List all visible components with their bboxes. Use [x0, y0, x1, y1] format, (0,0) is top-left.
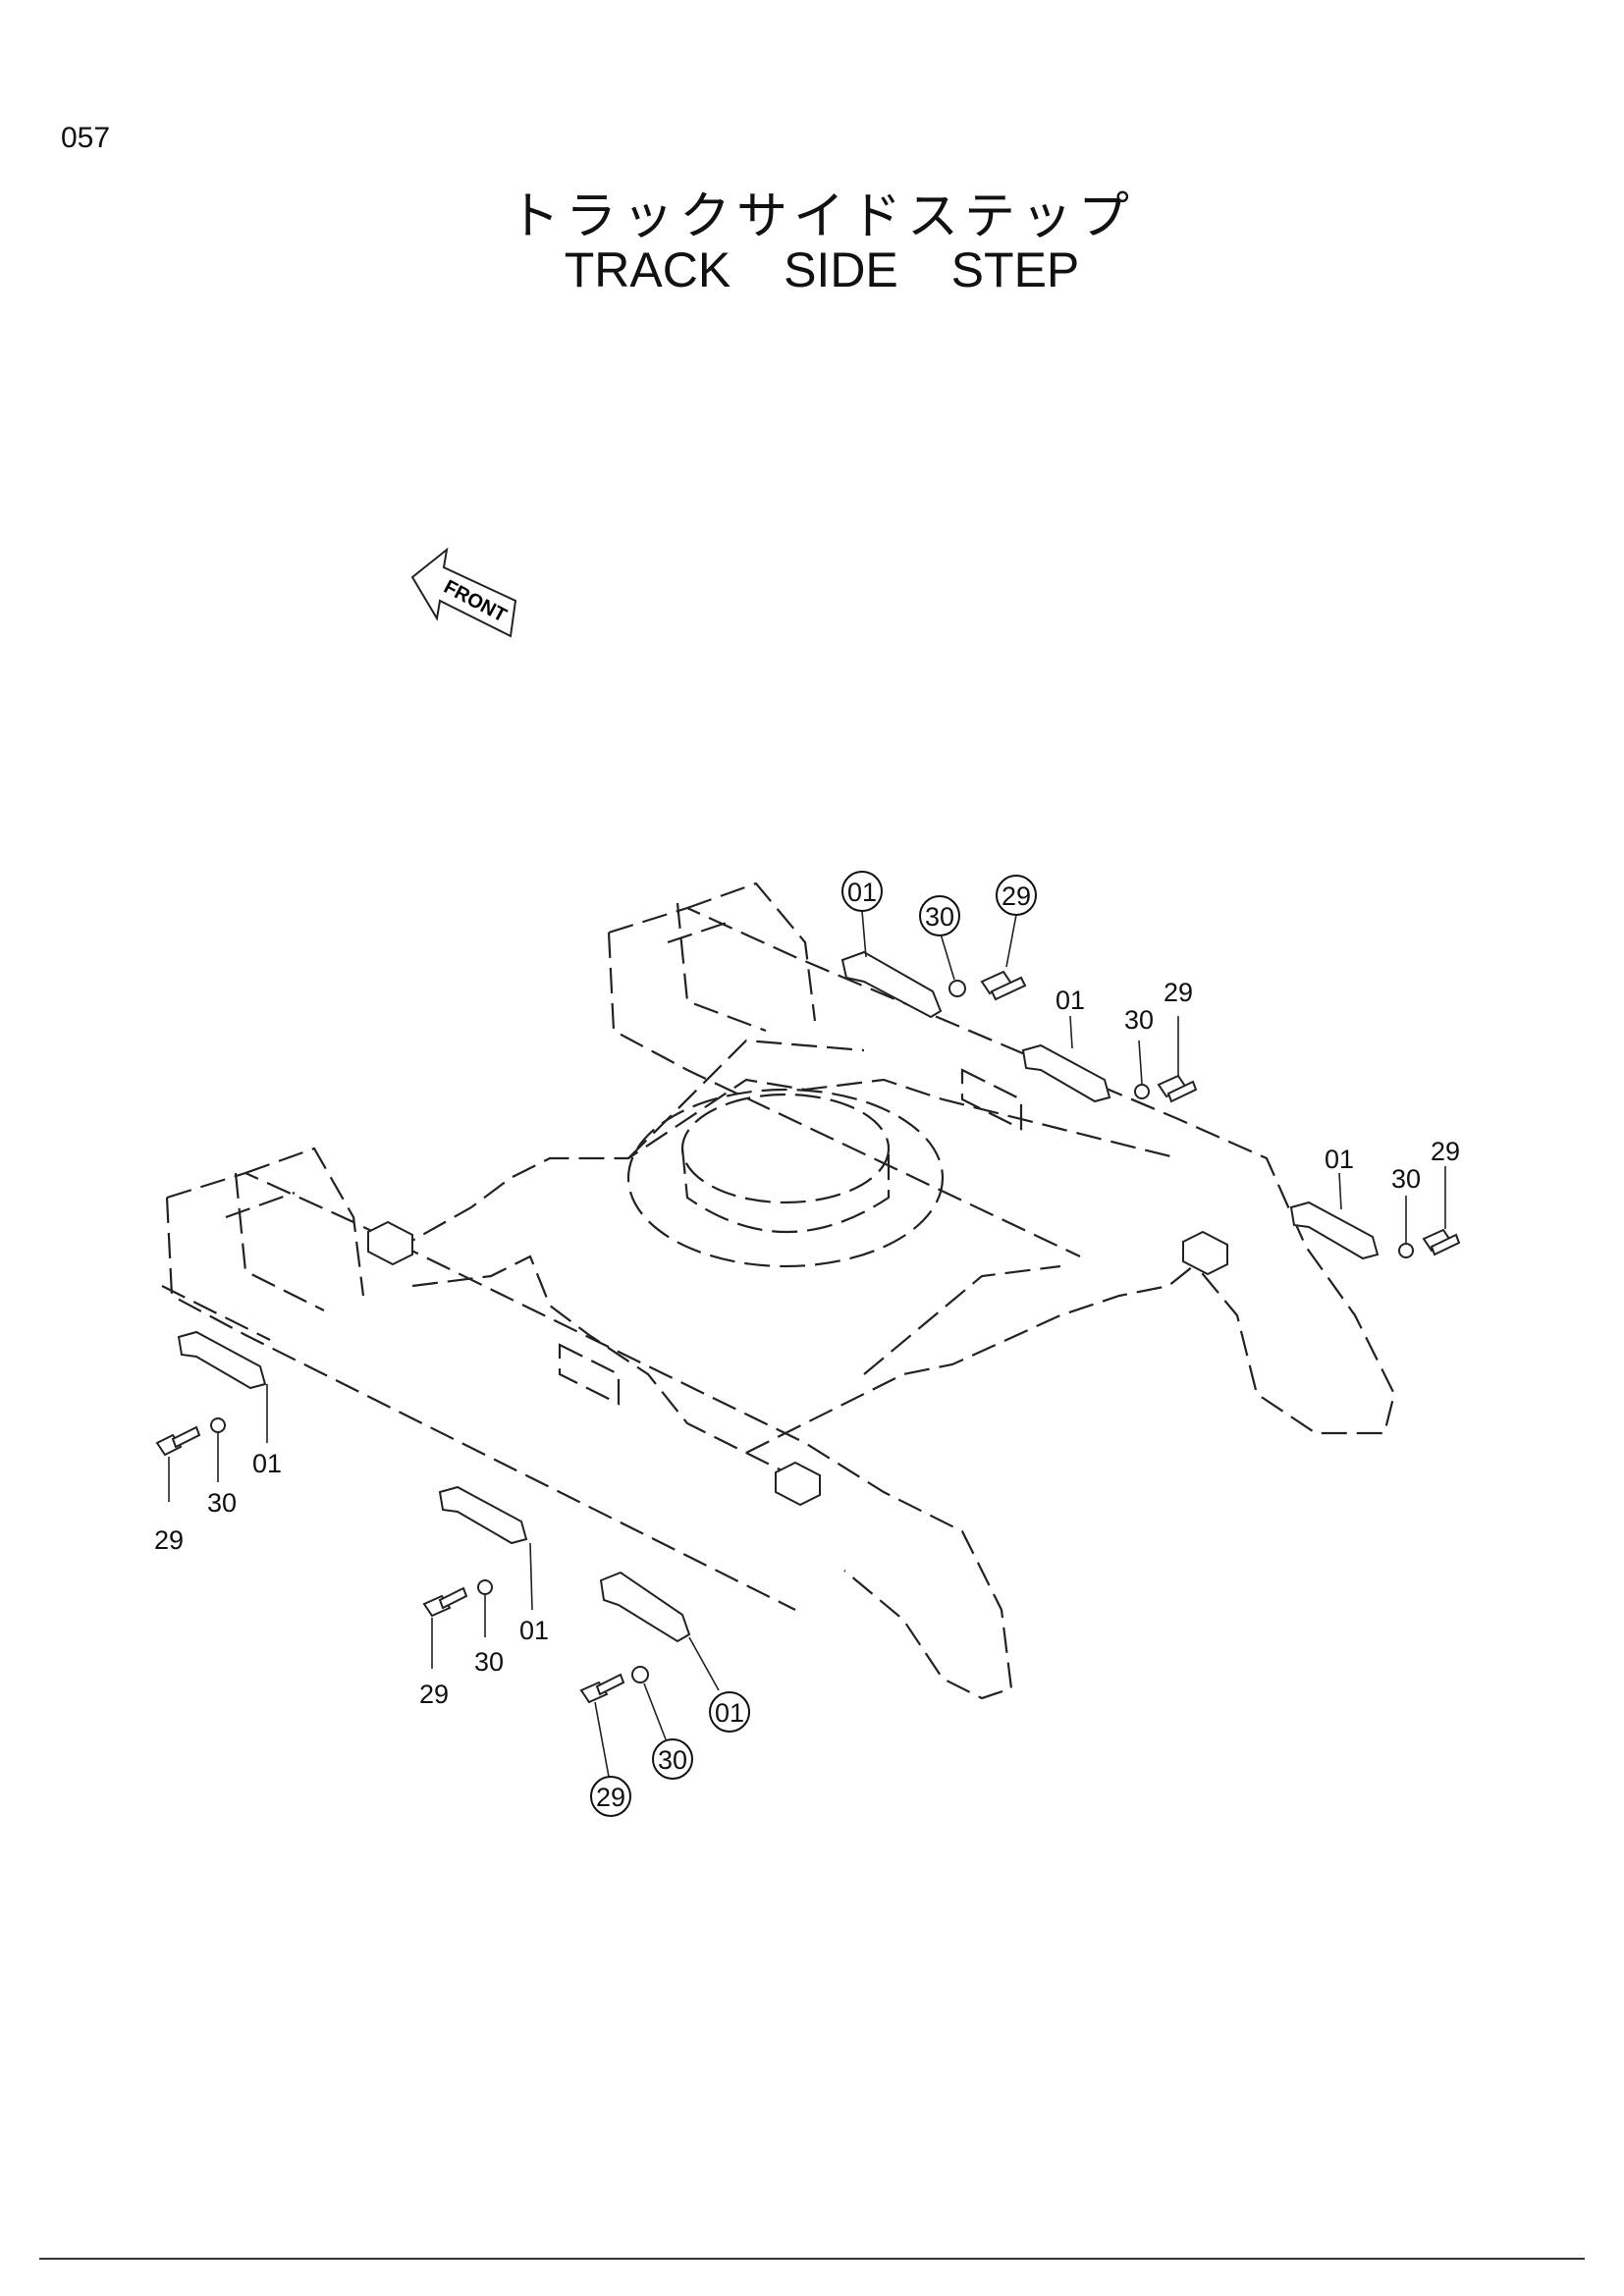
- page-number: 057: [61, 122, 111, 154]
- step-bracket-4: [177, 1330, 267, 1390]
- callout-part-01: 01: [715, 1698, 744, 1728]
- callout-part-30: 30: [207, 1488, 237, 1518]
- callout-part-29: 29: [1001, 881, 1031, 911]
- step-bracket-5: [438, 1485, 528, 1545]
- bolt-icons: [155, 970, 1461, 1704]
- callout-part-30: 30: [658, 1745, 687, 1775]
- title-english: TRACK SIDE STEP: [564, 242, 1080, 297]
- step-bracket-1: [840, 950, 943, 1019]
- callout-part-29: 29: [1164, 978, 1193, 1007]
- callout-part-29: 29: [596, 1783, 625, 1812]
- callout-part-29: 29: [154, 1525, 184, 1555]
- track-frame-outline: [161, 881, 1396, 1700]
- callout-part-01: 01: [252, 1449, 282, 1478]
- callout-part-30: 30: [925, 902, 954, 932]
- callout-part-29: 29: [419, 1680, 449, 1709]
- step-bracket-3: [1289, 1201, 1380, 1260]
- callout-part-01: 01: [1325, 1145, 1354, 1174]
- callout-part-29: 29: [1431, 1137, 1460, 1166]
- step-bracket-2: [1021, 1043, 1111, 1103]
- callout-part-30: 30: [474, 1647, 504, 1677]
- callout-part-01: 01: [1056, 986, 1085, 1015]
- leader-lines: [168, 910, 1446, 1778]
- callout-circles: [590, 871, 1037, 1817]
- bottom-rule: [39, 2258, 1585, 2260]
- callout-labels: 01 30 29 01 30 29 01 30 29 01 30 29 01 3…: [154, 878, 1460, 1812]
- front-arrow-icon: FRONT: [410, 547, 517, 638]
- title-japanese: トラックサイドステップ: [508, 188, 1135, 245]
- callout-part-30: 30: [1391, 1164, 1421, 1194]
- callout-part-30: 30: [1124, 1005, 1154, 1035]
- callout-part-01: 01: [519, 1616, 549, 1645]
- callout-part-01: 01: [847, 878, 877, 907]
- washer-icons: [210, 980, 1414, 1683]
- step-bracket-6: [599, 1571, 691, 1643]
